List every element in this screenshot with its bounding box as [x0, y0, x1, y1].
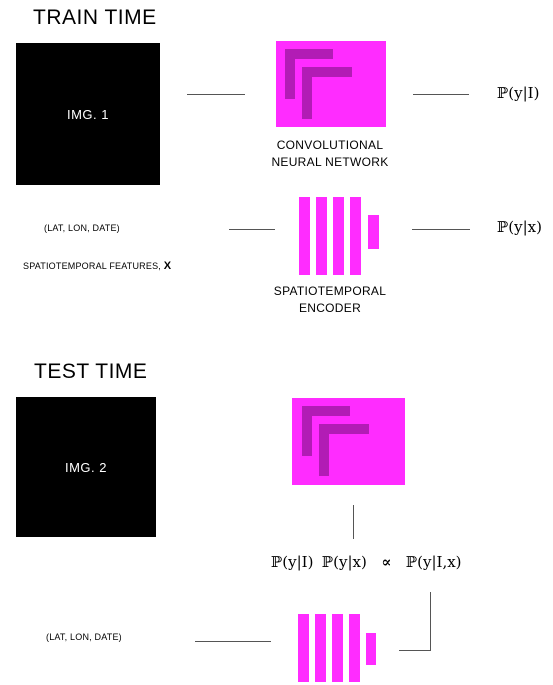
connector-encoder-formula [399, 650, 431, 651]
image-2-box: IMG. 2 [16, 397, 156, 537]
image-1-box: IMG. 1 [16, 43, 160, 185]
encoder-block-test [298, 614, 380, 682]
encoder-bar-2-test [315, 614, 326, 682]
connector-coords-encoder-test [195, 641, 271, 642]
chevron-2-side [302, 67, 312, 119]
encoder-bar-3-test [332, 614, 343, 682]
test-formula: ℙ(y|I) ℙ(y|x) ∝ ℙ(y|I,x) [271, 553, 462, 572]
formula-prob-y-given-i: ℙ(y|I) [271, 553, 314, 571]
encoder-bar-5 [368, 215, 379, 249]
image-1-label: IMG. 1 [66, 106, 109, 122]
chevron-1-side-test [302, 406, 312, 456]
encoder-bar-2 [316, 197, 327, 275]
cnn-block [276, 41, 386, 127]
connector-encoder-prob [412, 229, 470, 230]
features-label: SPATIOTEMPORAL FEATURES, X [23, 260, 171, 272]
connector-cnn-prob [413, 94, 469, 95]
cnn-block-test [292, 398, 405, 485]
connector-cnn-formula [353, 505, 354, 539]
encoder-block-train [299, 197, 381, 275]
connector-formula-vertical [430, 592, 431, 650]
connector-coords-encoder [229, 229, 275, 230]
features-symbol: X [163, 260, 172, 272]
encoder-bar-4-test [349, 614, 360, 682]
cnn-label: CONVOLUTIONAL NEURAL NETWORK [260, 137, 400, 172]
chevron-2-top-test [319, 424, 369, 434]
cnn-label-line1: CONVOLUTIONAL [276, 138, 384, 152]
coords-label-test: (LAT, LON, DATE) [46, 632, 122, 642]
encoder-bar-3 [333, 197, 344, 275]
formula-prob-y-given-i-x: ℙ(y|I,x) [405, 553, 462, 571]
formula-prob-y-given-x: ℙ(y|x) [321, 553, 367, 571]
coords-label-train: (LAT, LON, DATE) [44, 223, 120, 233]
chevron-2-top [302, 67, 352, 77]
encoder-bar-1-test [298, 614, 309, 682]
encoder-bar-4 [350, 197, 361, 275]
prob-y-given-i: ℙ(y|I) [497, 84, 540, 102]
connector-image1-cnn [187, 94, 245, 95]
encoder-bar-5-test [366, 633, 376, 665]
prob-y-given-x: ℙ(y|x) [497, 218, 542, 236]
chevron-1-top [285, 49, 333, 59]
chevron-2-side-test [319, 424, 329, 476]
proportional-symbol: ∝ [381, 553, 392, 571]
encoder-label: SPATIOTEMPORAL ENCODER [264, 283, 396, 318]
cnn-label-line2: NEURAL NETWORK [271, 155, 389, 170]
chevron-1-top-test [302, 406, 350, 416]
image-2-label: IMG. 2 [64, 459, 107, 475]
chevron-1-side [285, 49, 295, 99]
encoder-bar-1 [299, 197, 310, 275]
train-time-heading: TRAIN TIME [33, 6, 157, 29]
encoder-label-line1: SPATIOTEMPORAL [273, 284, 387, 298]
test-time-heading: TEST TIME [34, 360, 148, 383]
encoder-label-line2: ENCODER [298, 301, 362, 316]
features-label-text: SPATIOTEMPORAL FEATURES, [23, 261, 161, 271]
